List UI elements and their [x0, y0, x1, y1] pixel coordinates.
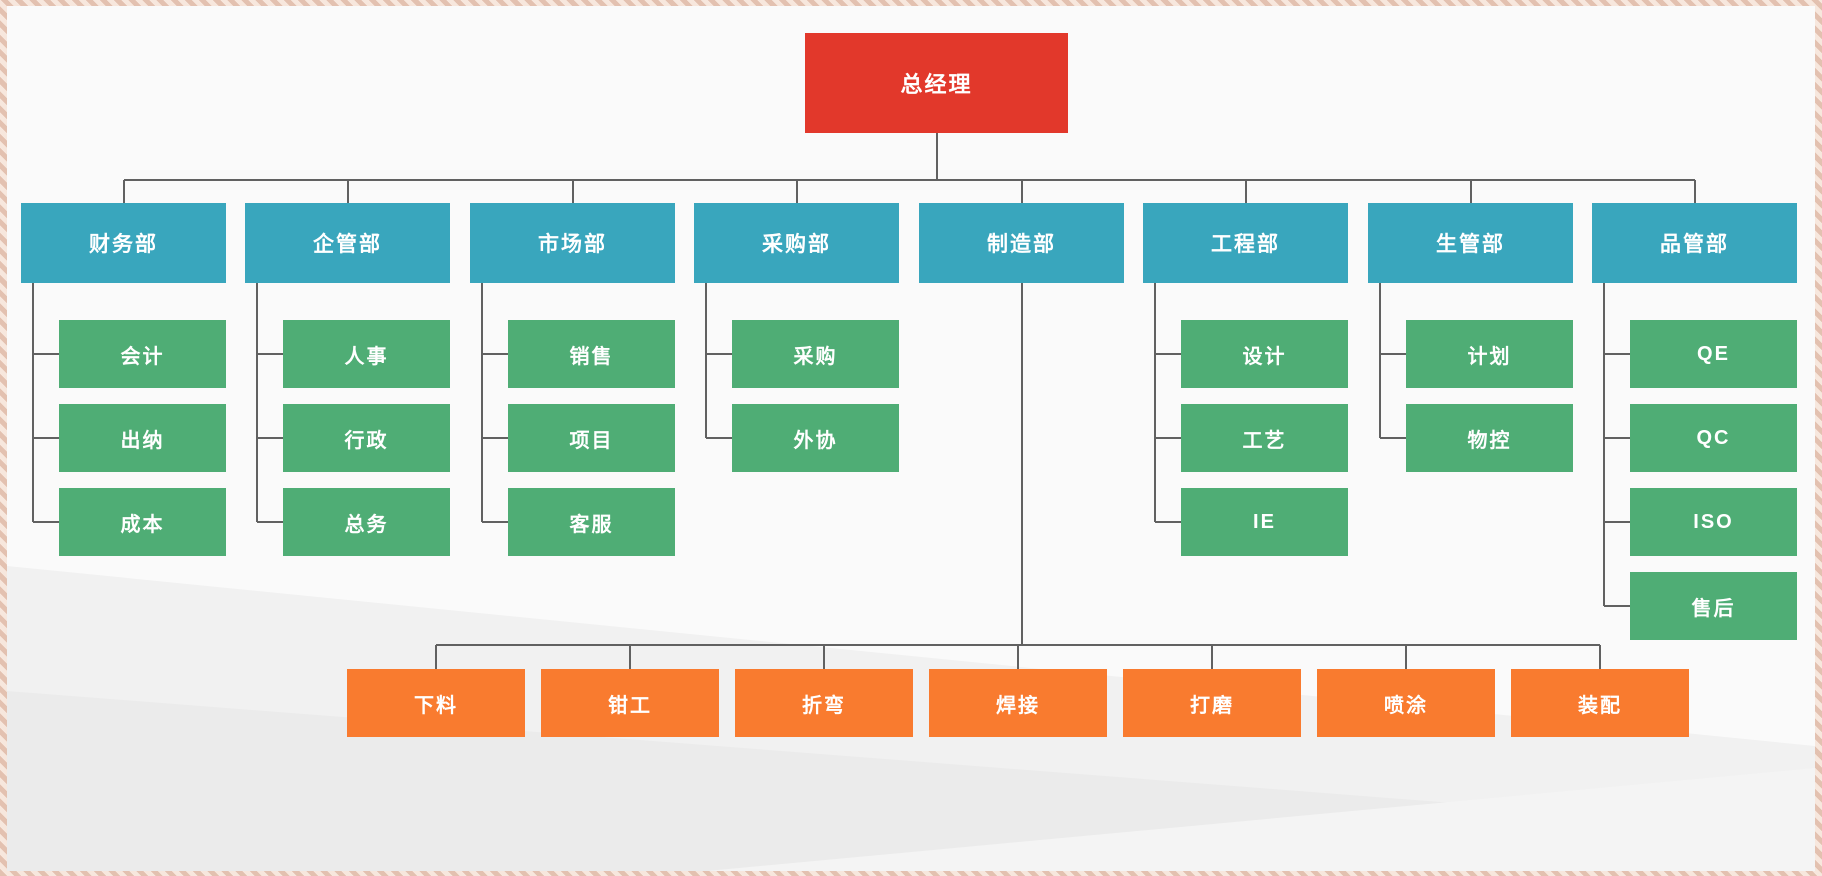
- section-node-8-2: QC: [1630, 404, 1797, 472]
- section-node-1-2: 出纳: [59, 404, 226, 472]
- connector-line: [33, 521, 59, 523]
- connector-line: [1211, 645, 1213, 669]
- org-chart-canvas: 总经理财务部会计出纳成本 企管部人事行政总务 市场部销售项目客服 采购部采购外协 制造部…: [7, 6, 1815, 871]
- connector-line: [435, 645, 437, 669]
- section-node-6-3: IE: [1181, 488, 1348, 556]
- section-node-1-1: 会计: [59, 320, 226, 388]
- workshop-node-2: 钳工: [541, 669, 719, 737]
- connector-line: [1469, 180, 1472, 203]
- connector-line: [1405, 645, 1407, 669]
- connector-line: [1603, 283, 1605, 606]
- connector-line: [32, 283, 34, 522]
- connector-line: [33, 353, 59, 355]
- section-node-7-2: 物控: [1406, 404, 1573, 472]
- section-node-4-1: 采购: [732, 320, 899, 388]
- section-node-6-1: 设计: [1181, 320, 1348, 388]
- department-node-8: 品管部: [1592, 203, 1797, 283]
- section-node-8-3: ISO: [1630, 488, 1797, 556]
- connector-line: [257, 437, 283, 439]
- connector-line: [706, 353, 732, 355]
- connector-line: [1604, 437, 1630, 439]
- department-node-5: 制造部: [919, 203, 1124, 283]
- connector-line: [1380, 437, 1406, 439]
- section-node-8-4: 售后: [1630, 572, 1797, 640]
- connector-line: [571, 180, 574, 203]
- workshop-node-1: 下料: [347, 669, 525, 737]
- section-node-3-3: 客服: [508, 488, 675, 556]
- department-node-1: 财务部: [21, 203, 226, 283]
- connector-line: [705, 283, 707, 438]
- connector-line: [256, 283, 258, 522]
- section-node-6-2: 工艺: [1181, 404, 1348, 472]
- connector-line: [481, 283, 483, 522]
- section-node-7-1: 计划: [1406, 320, 1573, 388]
- connector-line: [482, 437, 508, 439]
- connector-line: [1020, 283, 1023, 645]
- section-node-3-1: 销售: [508, 320, 675, 388]
- connector-line: [1154, 283, 1156, 522]
- workshop-node-5: 打磨: [1123, 669, 1301, 737]
- connector-line: [482, 521, 508, 523]
- connector-line: [706, 437, 732, 439]
- connector-line: [1379, 283, 1381, 438]
- connector-line: [795, 180, 798, 203]
- department-node-6: 工程部: [1143, 203, 1348, 283]
- root-node-general-manager: 总经理: [805, 33, 1068, 133]
- connector-line: [257, 353, 283, 355]
- connector-line: [1155, 521, 1181, 523]
- connector-line: [1604, 353, 1630, 355]
- section-node-3-2: 项目: [508, 404, 675, 472]
- connector-line: [935, 133, 938, 180]
- connector-line: [33, 437, 59, 439]
- connector-line: [629, 645, 631, 669]
- workshop-node-6: 喷涂: [1317, 669, 1495, 737]
- connector-line: [122, 180, 125, 203]
- connector-line: [123, 179, 1695, 181]
- connector-line: [1599, 645, 1601, 669]
- connector-line: [346, 180, 349, 203]
- background-band-shape-3: [707, 768, 1815, 871]
- connector-line: [1155, 437, 1181, 439]
- connector-line: [1244, 180, 1247, 203]
- connector-line: [257, 521, 283, 523]
- connector-line: [1155, 353, 1181, 355]
- connector-line: [1020, 180, 1023, 203]
- department-node-4: 采购部: [694, 203, 899, 283]
- department-node-7: 生管部: [1368, 203, 1573, 283]
- section-node-8-1: QE: [1630, 320, 1797, 388]
- section-node-2-3: 总务: [283, 488, 450, 556]
- connector-line: [823, 645, 825, 669]
- department-node-2: 企管部: [245, 203, 450, 283]
- section-node-4-2: 外协: [732, 404, 899, 472]
- section-node-1-3: 成本: [59, 488, 226, 556]
- workshop-node-7: 装配: [1511, 669, 1689, 737]
- connector-line: [1604, 521, 1630, 523]
- connector-line: [1604, 605, 1630, 607]
- workshop-node-3: 折弯: [735, 669, 913, 737]
- connector-line: [482, 353, 508, 355]
- connector-line: [1380, 353, 1406, 355]
- connector-line: [1693, 180, 1696, 203]
- department-node-3: 市场部: [470, 203, 675, 283]
- section-node-2-1: 人事: [283, 320, 450, 388]
- section-node-2-2: 行政: [283, 404, 450, 472]
- connector-line: [1017, 645, 1019, 669]
- workshop-node-4: 焊接: [929, 669, 1107, 737]
